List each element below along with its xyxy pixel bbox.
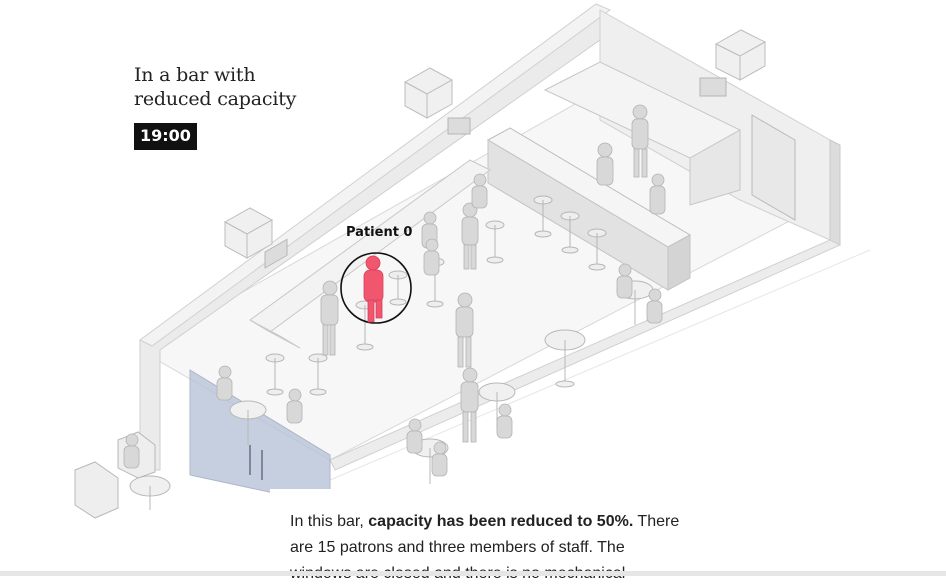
person-figure	[596, 142, 614, 186]
patient-zero-figure	[363, 255, 384, 323]
patient-zero-label: Patient 0	[346, 225, 413, 240]
wall-ledge-end	[249, 319, 301, 349]
staff-door	[751, 114, 796, 221]
person-figure	[649, 173, 666, 215]
scene-title: In a bar with reduced capacity	[134, 63, 296, 111]
ac-unit-left	[223, 207, 274, 259]
bar-right-wall-front	[829, 139, 841, 246]
person-figure	[286, 388, 303, 424]
description-highlight: capacity has been reduced to 50%.	[368, 513, 634, 530]
vent-grille	[699, 77, 727, 97]
description-intro: In this bar,	[290, 513, 369, 530]
person-figure	[460, 367, 479, 443]
person-figure	[123, 433, 140, 469]
ac-unit-right	[714, 29, 767, 81]
person-figure	[631, 104, 649, 178]
bar-front-wall	[329, 239, 842, 471]
person-figure	[461, 202, 479, 270]
description-box: In this bar, capacity has been reduced t…	[270, 489, 700, 582]
person-figure	[320, 280, 339, 356]
person-figure	[616, 263, 633, 299]
person-figure	[216, 365, 233, 401]
patient-zero-ring	[340, 252, 412, 324]
patrons-and-staff	[123, 104, 666, 477]
person-figure	[646, 288, 663, 324]
scene-title-line-1: In a bar with	[134, 64, 256, 86]
bottom-scrollbar-edge	[0, 571, 946, 576]
bar-counter-side	[667, 234, 691, 291]
person-figure	[496, 403, 513, 439]
time-badge: 19:00	[134, 123, 197, 150]
ac-unit-middle	[403, 67, 454, 119]
kitchen-counter-front	[689, 129, 741, 206]
scene-title-line-2: reduced capacity	[134, 88, 297, 110]
person-figure	[471, 173, 488, 209]
person-figure	[406, 418, 423, 454]
outdoor-armchairs	[74, 431, 156, 519]
vent-grille	[447, 117, 471, 135]
person-figure	[455, 292, 474, 368]
person-figure	[423, 238, 440, 276]
vent-grille	[264, 238, 288, 269]
person-figure	[431, 441, 448, 477]
bar-wall-top	[139, 3, 612, 347]
